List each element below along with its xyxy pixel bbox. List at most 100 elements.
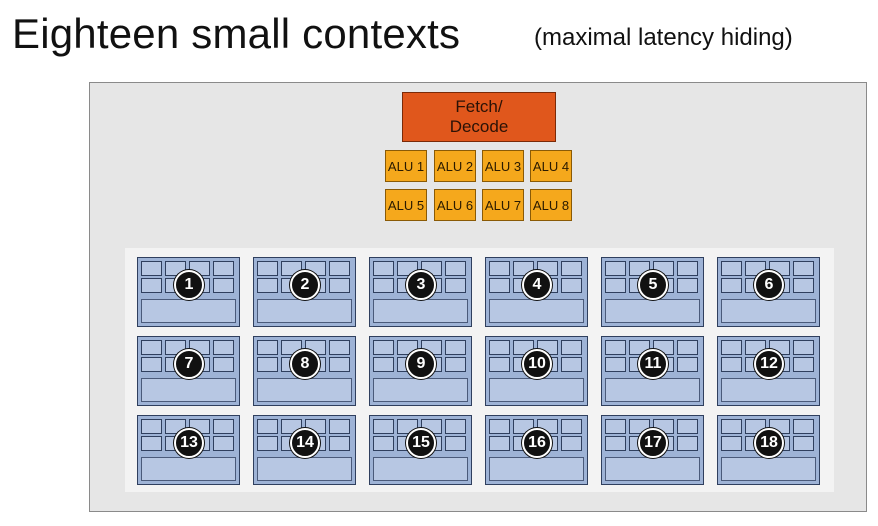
context-register-cell xyxy=(489,436,510,451)
context-register-cell xyxy=(141,357,162,372)
alu-unit: ALU 1 xyxy=(385,150,427,182)
context-register-cell xyxy=(721,340,742,355)
context-register-cell xyxy=(489,357,510,372)
context-register-cell xyxy=(445,357,466,372)
context-register-cell xyxy=(605,340,626,355)
context-block: 18 xyxy=(717,415,820,485)
context-number-badge: 15 xyxy=(406,428,436,458)
context-register-cell xyxy=(373,357,394,372)
context-register-cell xyxy=(213,436,234,451)
slide-title: Eighteen small contexts xyxy=(12,10,461,57)
context-register-cell xyxy=(677,436,698,451)
context-block: 17 xyxy=(601,415,704,485)
context-register-cell xyxy=(793,436,814,451)
context-register-cell xyxy=(445,261,466,276)
context-storage xyxy=(605,299,700,323)
context-storage xyxy=(489,457,584,481)
context-register-cell xyxy=(489,340,510,355)
context-register-cell xyxy=(141,278,162,293)
context-register-cell xyxy=(561,340,582,355)
alu-unit: ALU 7 xyxy=(482,189,524,221)
context-storage xyxy=(605,457,700,481)
context-storage xyxy=(721,378,816,402)
context-register-cell xyxy=(257,340,278,355)
context-storage xyxy=(605,378,700,402)
context-register-cell xyxy=(257,419,278,434)
context-register-cell xyxy=(257,261,278,276)
context-block: 14 xyxy=(253,415,356,485)
context-register-cell xyxy=(677,419,698,434)
context-number-badge: 2 xyxy=(290,270,320,300)
alu-unit: ALU 4 xyxy=(530,150,572,182)
context-register-cell xyxy=(489,419,510,434)
context-block: 4 xyxy=(485,257,588,327)
context-register-cell xyxy=(445,340,466,355)
context-block: 15 xyxy=(369,415,472,485)
context-storage xyxy=(489,378,584,402)
context-storage xyxy=(141,299,236,323)
context-block: 9 xyxy=(369,336,472,406)
context-register-cell xyxy=(561,278,582,293)
context-register-cell xyxy=(141,436,162,451)
context-register-cell xyxy=(677,357,698,372)
context-register-cell xyxy=(329,261,350,276)
context-number-badge: 12 xyxy=(754,349,784,379)
context-register-cell xyxy=(257,278,278,293)
context-register-cell xyxy=(677,261,698,276)
context-block: 16 xyxy=(485,415,588,485)
context-register-cell xyxy=(605,278,626,293)
context-register-cell xyxy=(721,261,742,276)
context-number-badge: 13 xyxy=(174,428,204,458)
context-register-cell xyxy=(793,419,814,434)
context-block: 2 xyxy=(253,257,356,327)
context-block: 7 xyxy=(137,336,240,406)
context-block: 8 xyxy=(253,336,356,406)
alu-unit: ALU 6 xyxy=(434,189,476,221)
context-register-cell xyxy=(141,340,162,355)
context-block: 11 xyxy=(601,336,704,406)
context-register-cell xyxy=(445,278,466,293)
context-block: 3 xyxy=(369,257,472,327)
context-block: 1 xyxy=(137,257,240,327)
context-register-cell xyxy=(213,419,234,434)
context-register-cell xyxy=(605,419,626,434)
context-storage xyxy=(141,457,236,481)
alu-unit: ALU 2 xyxy=(434,150,476,182)
context-register-cell xyxy=(373,261,394,276)
context-register-cell xyxy=(329,278,350,293)
context-register-cell xyxy=(793,261,814,276)
fetch-decode-unit: Fetch/ Decode xyxy=(402,92,556,142)
context-register-cell xyxy=(561,436,582,451)
context-register-cell xyxy=(213,340,234,355)
context-register-cell xyxy=(605,261,626,276)
context-register-cell xyxy=(677,340,698,355)
context-register-cell xyxy=(373,278,394,293)
context-area xyxy=(125,248,834,492)
context-register-cell xyxy=(257,436,278,451)
context-register-cell xyxy=(445,436,466,451)
context-register-cell xyxy=(257,357,278,372)
context-number-badge: 6 xyxy=(754,270,784,300)
context-register-cell xyxy=(721,278,742,293)
context-register-cell xyxy=(489,278,510,293)
context-register-cell xyxy=(677,278,698,293)
context-storage xyxy=(373,378,468,402)
context-number-badge: 17 xyxy=(638,428,668,458)
context-number-badge: 18 xyxy=(754,428,784,458)
context-number-badge: 3 xyxy=(406,270,436,300)
context-number-badge: 9 xyxy=(406,349,436,379)
fetch-decode-label: Fetch/ Decode xyxy=(449,97,509,136)
context-number-badge: 14 xyxy=(290,428,320,458)
context-register-cell xyxy=(605,436,626,451)
context-register-cell xyxy=(329,436,350,451)
context-storage xyxy=(373,299,468,323)
context-storage xyxy=(257,378,352,402)
context-register-cell xyxy=(141,419,162,434)
context-block: 12 xyxy=(717,336,820,406)
context-number-badge: 11 xyxy=(638,349,668,379)
context-register-cell xyxy=(721,357,742,372)
alu-unit: ALU 3 xyxy=(482,150,524,182)
context-register-cell xyxy=(793,278,814,293)
slide-subtitle: (maximal latency hiding) xyxy=(534,24,793,51)
context-register-cell xyxy=(213,357,234,372)
